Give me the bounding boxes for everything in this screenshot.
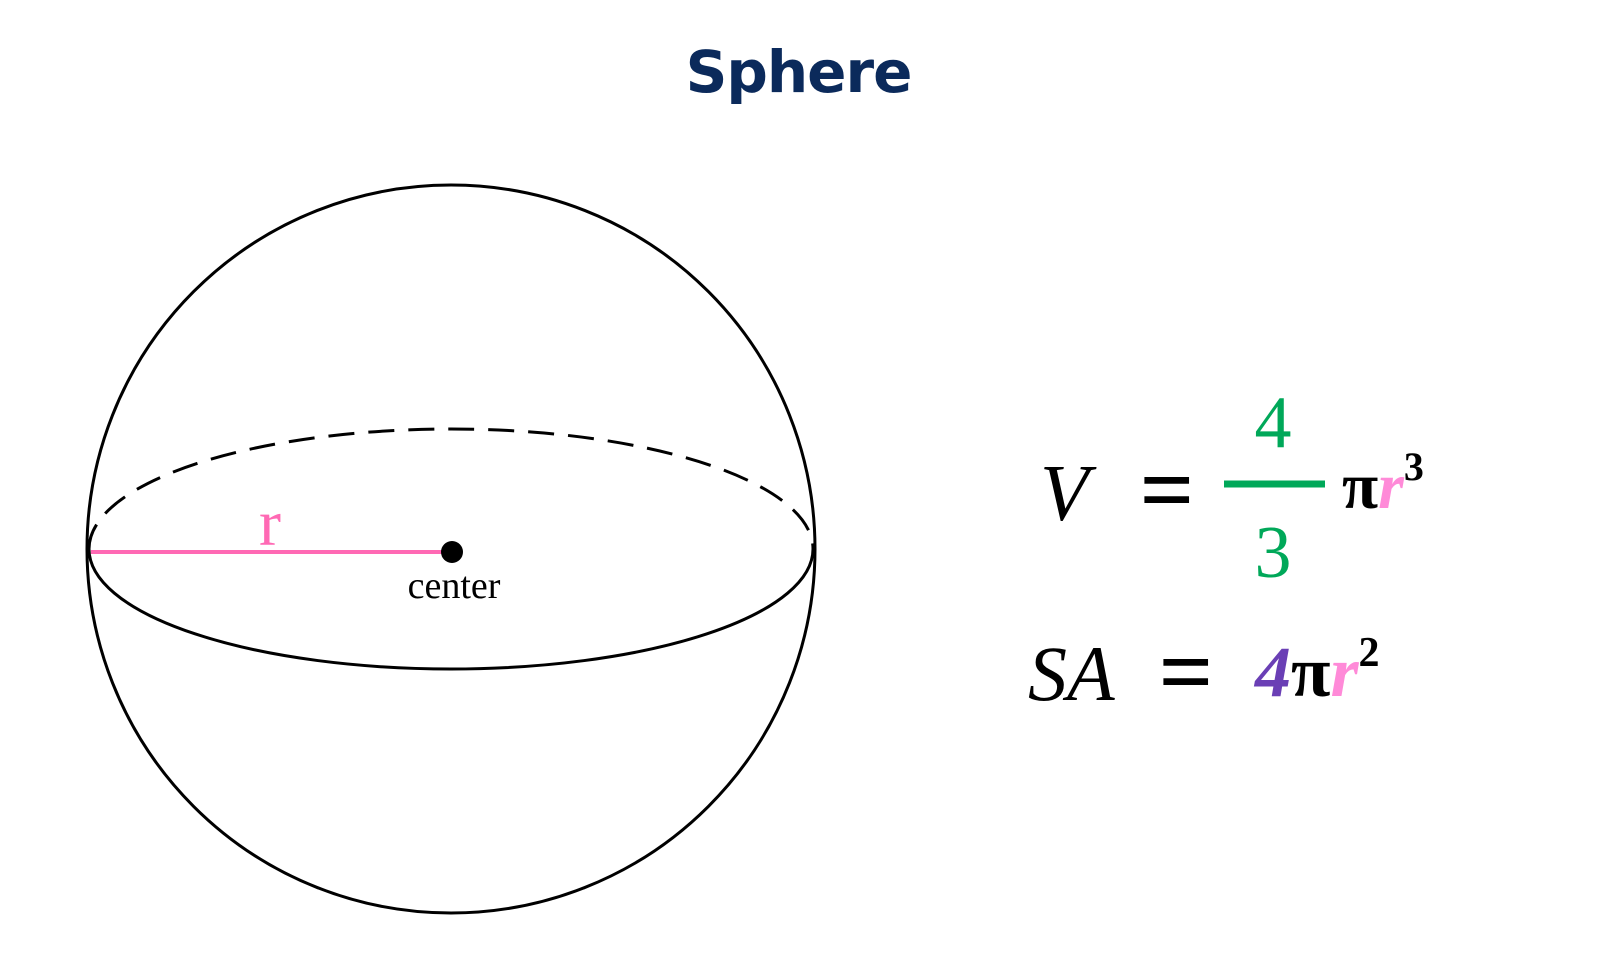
volume-denominator: 3 xyxy=(1255,512,1292,594)
center-point xyxy=(441,541,463,563)
equator-front xyxy=(87,548,815,671)
volume-formula: V = 4 3 πr3 xyxy=(1040,382,1424,594)
volume-pi: π xyxy=(1342,450,1378,523)
surface-area-exponent: 2 xyxy=(1358,630,1379,676)
surface-area-pi: π xyxy=(1291,632,1330,712)
surface-area-r: r xyxy=(1330,632,1359,712)
volume-exponent: 3 xyxy=(1404,444,1424,489)
sphere-outline xyxy=(85,183,817,915)
surface-area-formula: SA = 4πr2 xyxy=(1028,618,1379,725)
surface-area-lhs: SA xyxy=(1028,630,1115,717)
volume-equals: = xyxy=(1140,436,1195,543)
surface-area-4-pi-r-squared: 4πr2 xyxy=(1253,630,1379,712)
volume-numerator: 4 xyxy=(1255,382,1292,464)
radius-label: r xyxy=(259,487,281,560)
volume-r: r xyxy=(1378,450,1405,523)
page-title: Sphere xyxy=(685,38,913,106)
volume-lhs: V xyxy=(1040,450,1097,538)
surface-area-coefficient: 4 xyxy=(1253,632,1291,712)
center-label: center xyxy=(408,565,501,607)
volume-pi-r-cubed: πr3 xyxy=(1342,444,1424,523)
surface-area-equals: = xyxy=(1159,618,1214,725)
equator-back-dashed xyxy=(87,427,815,550)
